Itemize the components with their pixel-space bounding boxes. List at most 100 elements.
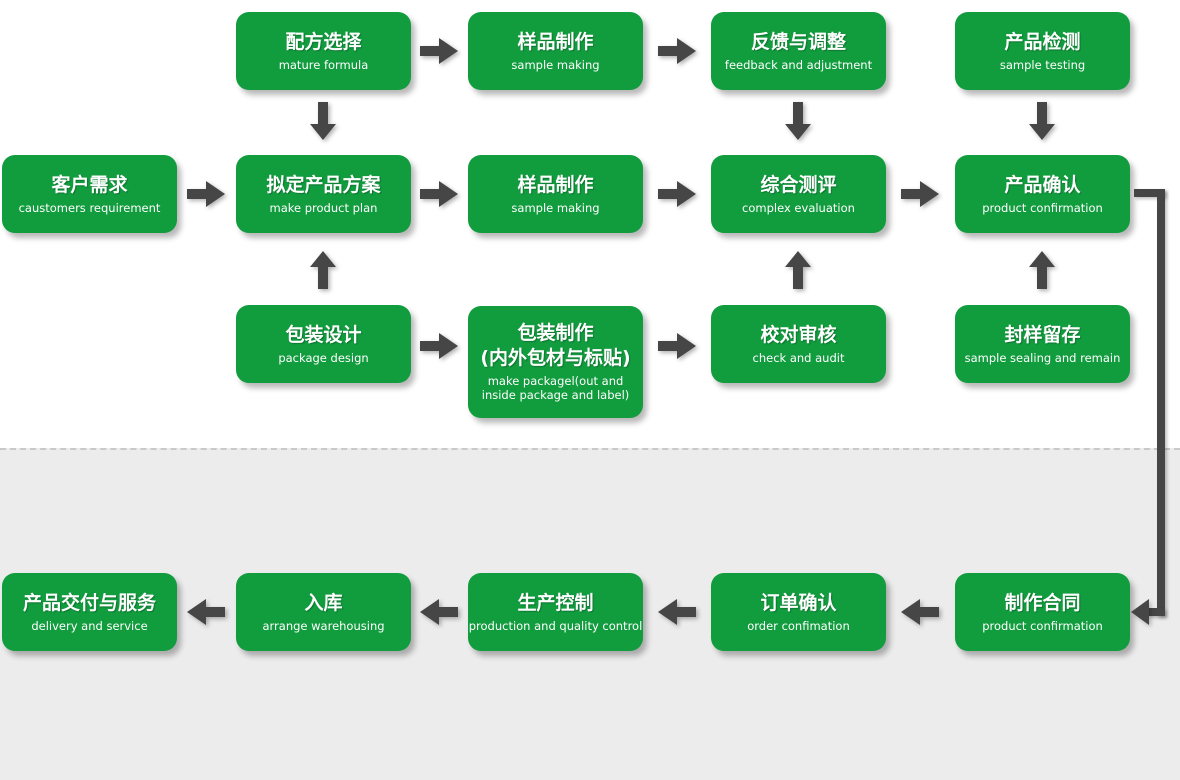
arrow-tail [420, 46, 439, 56]
arrow-tail [318, 102, 328, 124]
node-subtitle-en: check and audit [752, 350, 845, 365]
flow-arrow-right-icon [901, 181, 939, 207]
flow-arrow-right-icon [658, 38, 696, 64]
node-subtitle-en: product confirmation [982, 200, 1103, 215]
node-title-zh: 校对审核 [760, 323, 837, 346]
node-subtitle-en: sample making [511, 200, 600, 215]
arrow-head [420, 599, 439, 625]
arrow-head [658, 599, 677, 625]
node-title-zh: 封样留存 [1004, 323, 1081, 346]
node-title-zh: 包装设计 [285, 323, 362, 346]
arrow-tail [920, 607, 939, 617]
arrow-head [439, 333, 458, 359]
node-subtitle-en: package design [278, 350, 369, 365]
node-subtitle-en: production and quality control [468, 618, 643, 633]
node-check-audit: 校对审核 check and audit [711, 305, 886, 383]
node-contract-making: 制作合同 product confirmation [955, 573, 1130, 651]
flow-arrow-up-icon [785, 251, 811, 289]
node-package-design: 包装设计 package design [236, 305, 411, 383]
arrow-head [677, 333, 696, 359]
arrow-tail [206, 607, 225, 617]
node-subtitle-en: feedback and adjustment [724, 57, 873, 72]
node-subtitle-en: order confimation [747, 618, 850, 633]
connector-segment [1147, 608, 1165, 616]
node-subtitle-en: sample testing [999, 57, 1086, 72]
node-subtitle-en: delivery and service [31, 618, 148, 633]
arrow-head [310, 124, 336, 140]
node-sample-sealing: 封样留存 sample sealing and remain [955, 305, 1130, 383]
node-feedback-adjustment: 反馈与调整 feedback and adjustment [711, 12, 886, 90]
node-title-zh: 拟定产品方案 [266, 173, 381, 196]
node-title-zh: 生产控制 [517, 591, 594, 614]
node-title-zh: 产品检测 [1004, 30, 1081, 53]
node-title-zh: 配方选择 [285, 30, 362, 53]
arrow-head [785, 124, 811, 140]
node-subtitle-en: sample sealing and remain [964, 350, 1121, 365]
arrow-tail [439, 607, 458, 617]
node-title-zh: 样品制作 [517, 30, 594, 53]
arrow-tail [1037, 102, 1047, 124]
arrow-head [206, 181, 225, 207]
arrow-head [677, 181, 696, 207]
flow-arrow-left-icon [901, 599, 939, 625]
flow-arrow-right-icon [420, 181, 458, 207]
flow-arrow-right-icon [420, 38, 458, 64]
node-title-zh: 样品制作 [517, 173, 594, 196]
arrow-head [439, 181, 458, 207]
node-subtitle-en: make packagel(out and inside package and… [481, 373, 630, 403]
arrow-tail [658, 189, 677, 199]
arrow-tail [658, 46, 677, 56]
node-title-zh: 订单确认 [760, 591, 837, 614]
node-warehousing: 入库 arrange warehousing [236, 573, 411, 651]
arrow-tail [420, 341, 439, 351]
arrow-tail [1037, 267, 1047, 289]
connector-segment [1134, 189, 1165, 197]
arrow-head [310, 251, 336, 267]
flow-arrow-up-icon [310, 251, 336, 289]
arrow-head [920, 181, 939, 207]
arrow-tail [658, 341, 677, 351]
arrow-head [901, 599, 920, 625]
arrow-tail [187, 189, 206, 199]
node-title-zh: 入库 [304, 591, 343, 614]
arrow-tail [677, 607, 696, 617]
node-title-zh: 客户需求 [51, 173, 128, 196]
node-order-confirmation: 订单确认 order confimation [711, 573, 886, 651]
node-title-zh: 包装制作 [517, 322, 594, 345]
node-formula-selection: 配方选择 mature formula [236, 12, 411, 90]
arrow-head [677, 38, 696, 64]
node-subtitle-en: product confirmation [982, 618, 1103, 633]
node-title-zh: 产品交付与服务 [22, 591, 156, 614]
connector-arrowhead-left-icon [1131, 599, 1149, 625]
node-make-product-plan: 拟定产品方案 make product plan [236, 155, 411, 233]
node-title-zh: 制作合同 [1004, 591, 1081, 614]
node-production-control: 生产控制 production and quality control [468, 573, 643, 651]
flow-arrow-right-icon [658, 181, 696, 207]
flow-arrow-right-icon [658, 333, 696, 359]
node-sample-making-2: 样品制作 sample making [468, 155, 643, 233]
flow-arrow-right-icon [420, 333, 458, 359]
node-product-testing: 产品检测 sample testing [955, 12, 1130, 90]
node-title-zh-line2: (内外包材与标贴) [480, 347, 631, 370]
node-subtitle-en: make product plan [269, 200, 378, 215]
flow-arrow-down-icon [785, 102, 811, 140]
node-customer-requirement: 客户需求 caustomers requirement [2, 155, 177, 233]
node-subtitle-en: caustomers requirement [18, 200, 161, 215]
arrow-head [1029, 124, 1055, 140]
flow-arrow-down-icon [310, 102, 336, 140]
node-subtitle-en: mature formula [278, 57, 369, 72]
arrow-head [439, 38, 458, 64]
connector-segment [1157, 189, 1165, 616]
node-title-zh: 反馈与调整 [750, 30, 846, 53]
arrow-head [1029, 251, 1055, 267]
node-subtitle-en: sample making [511, 57, 600, 72]
arrow-head [187, 599, 206, 625]
node-delivery-service: 产品交付与服务 delivery and service [2, 573, 177, 651]
arrow-tail [420, 189, 439, 199]
arrow-tail [793, 102, 803, 124]
node-subtitle-en: complex evaluation [742, 200, 855, 215]
flow-arrow-up-icon [1029, 251, 1055, 289]
node-subtitle-en: arrange warehousing [262, 618, 385, 633]
